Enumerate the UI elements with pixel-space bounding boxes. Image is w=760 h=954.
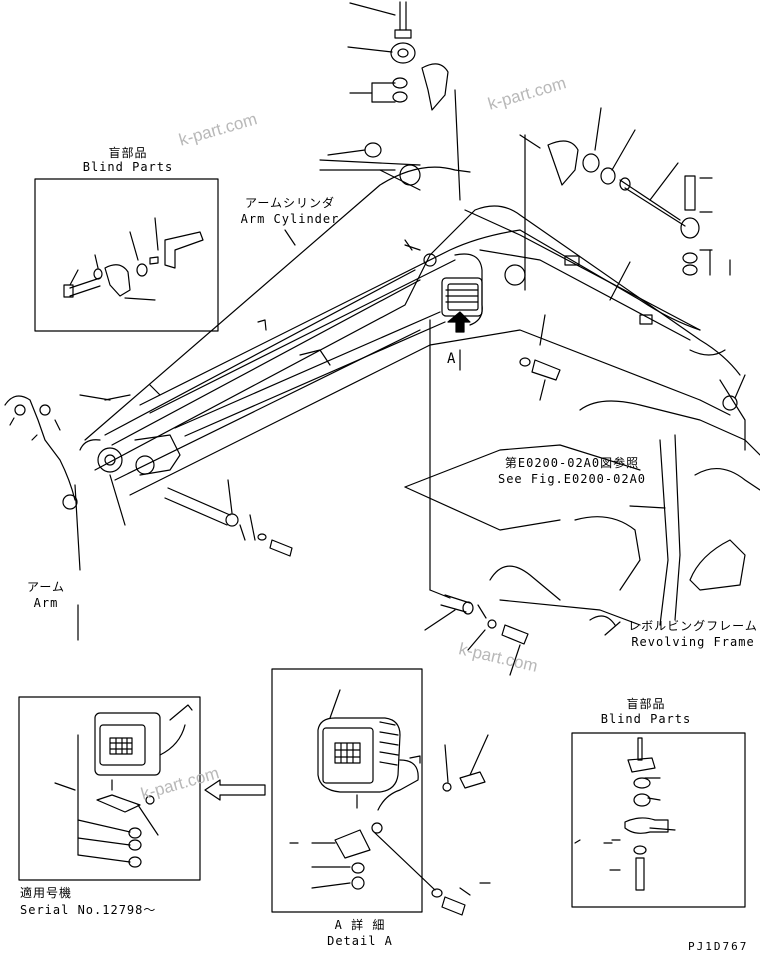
blind-parts-top-label-jp: 盲部品 — [108, 146, 148, 160]
blind-parts-bottom-label-jp: 盲部品 — [626, 697, 666, 711]
revolving-frame-label-jp: レボルビングフレーム — [628, 619, 758, 633]
detail-a-label-en: Detail A — [327, 934, 393, 948]
serial-label-en: Serial No.12798～ — [20, 903, 157, 917]
pointer-arrow — [205, 780, 265, 800]
detail-a-box — [272, 669, 422, 912]
blind-parts-box-top — [35, 179, 218, 331]
revolving-frame-label-en: Revolving Frame — [631, 635, 755, 649]
arrow-a-label: A — [447, 351, 457, 367]
wiring-harness — [140, 230, 725, 436]
blind-parts-top-label-en: Blind Parts — [82, 160, 174, 174]
arm-cylinder-label-en: Arm Cylinder — [240, 212, 340, 226]
arm-tip-link — [5, 396, 77, 509]
top-hardware — [365, 2, 699, 275]
arm-cylinder-label-jp: アームシリンダ — [245, 196, 335, 210]
leader-lines — [75, 3, 745, 675]
serial-detail-box — [19, 697, 200, 880]
detail-a-contents — [290, 690, 490, 915]
arm-label-en: Arm — [33, 596, 59, 610]
drawing-code: PJ1D767 — [688, 940, 749, 953]
serial-label-jp: 適用号機 — [20, 886, 73, 900]
work-lamp-on-arm — [442, 278, 482, 332]
detail-a-label-jp: A 詳 細 — [334, 918, 386, 932]
misc-ticks — [10, 385, 160, 440]
pin-assembly-arm — [165, 488, 292, 556]
see-fig-label-en: See Fig.E0200-02A0 — [497, 472, 647, 486]
arm-body — [80, 160, 745, 495]
see-fig-label-jp: 第E0200-02A0図参照 — [504, 456, 640, 470]
revolving-frame — [405, 401, 760, 635]
blind-parts-bottom-label-en: Blind Parts — [600, 712, 692, 726]
serial-box-contents — [55, 705, 192, 867]
blind-parts-top-contents — [64, 218, 203, 300]
blind-parts-box-bottom — [572, 733, 745, 907]
pin-assembly-frame — [441, 358, 560, 644]
blind-parts-bottom-contents — [575, 738, 675, 890]
arm-label-jp: アーム — [27, 580, 65, 594]
arm-cylinder — [105, 165, 420, 445]
